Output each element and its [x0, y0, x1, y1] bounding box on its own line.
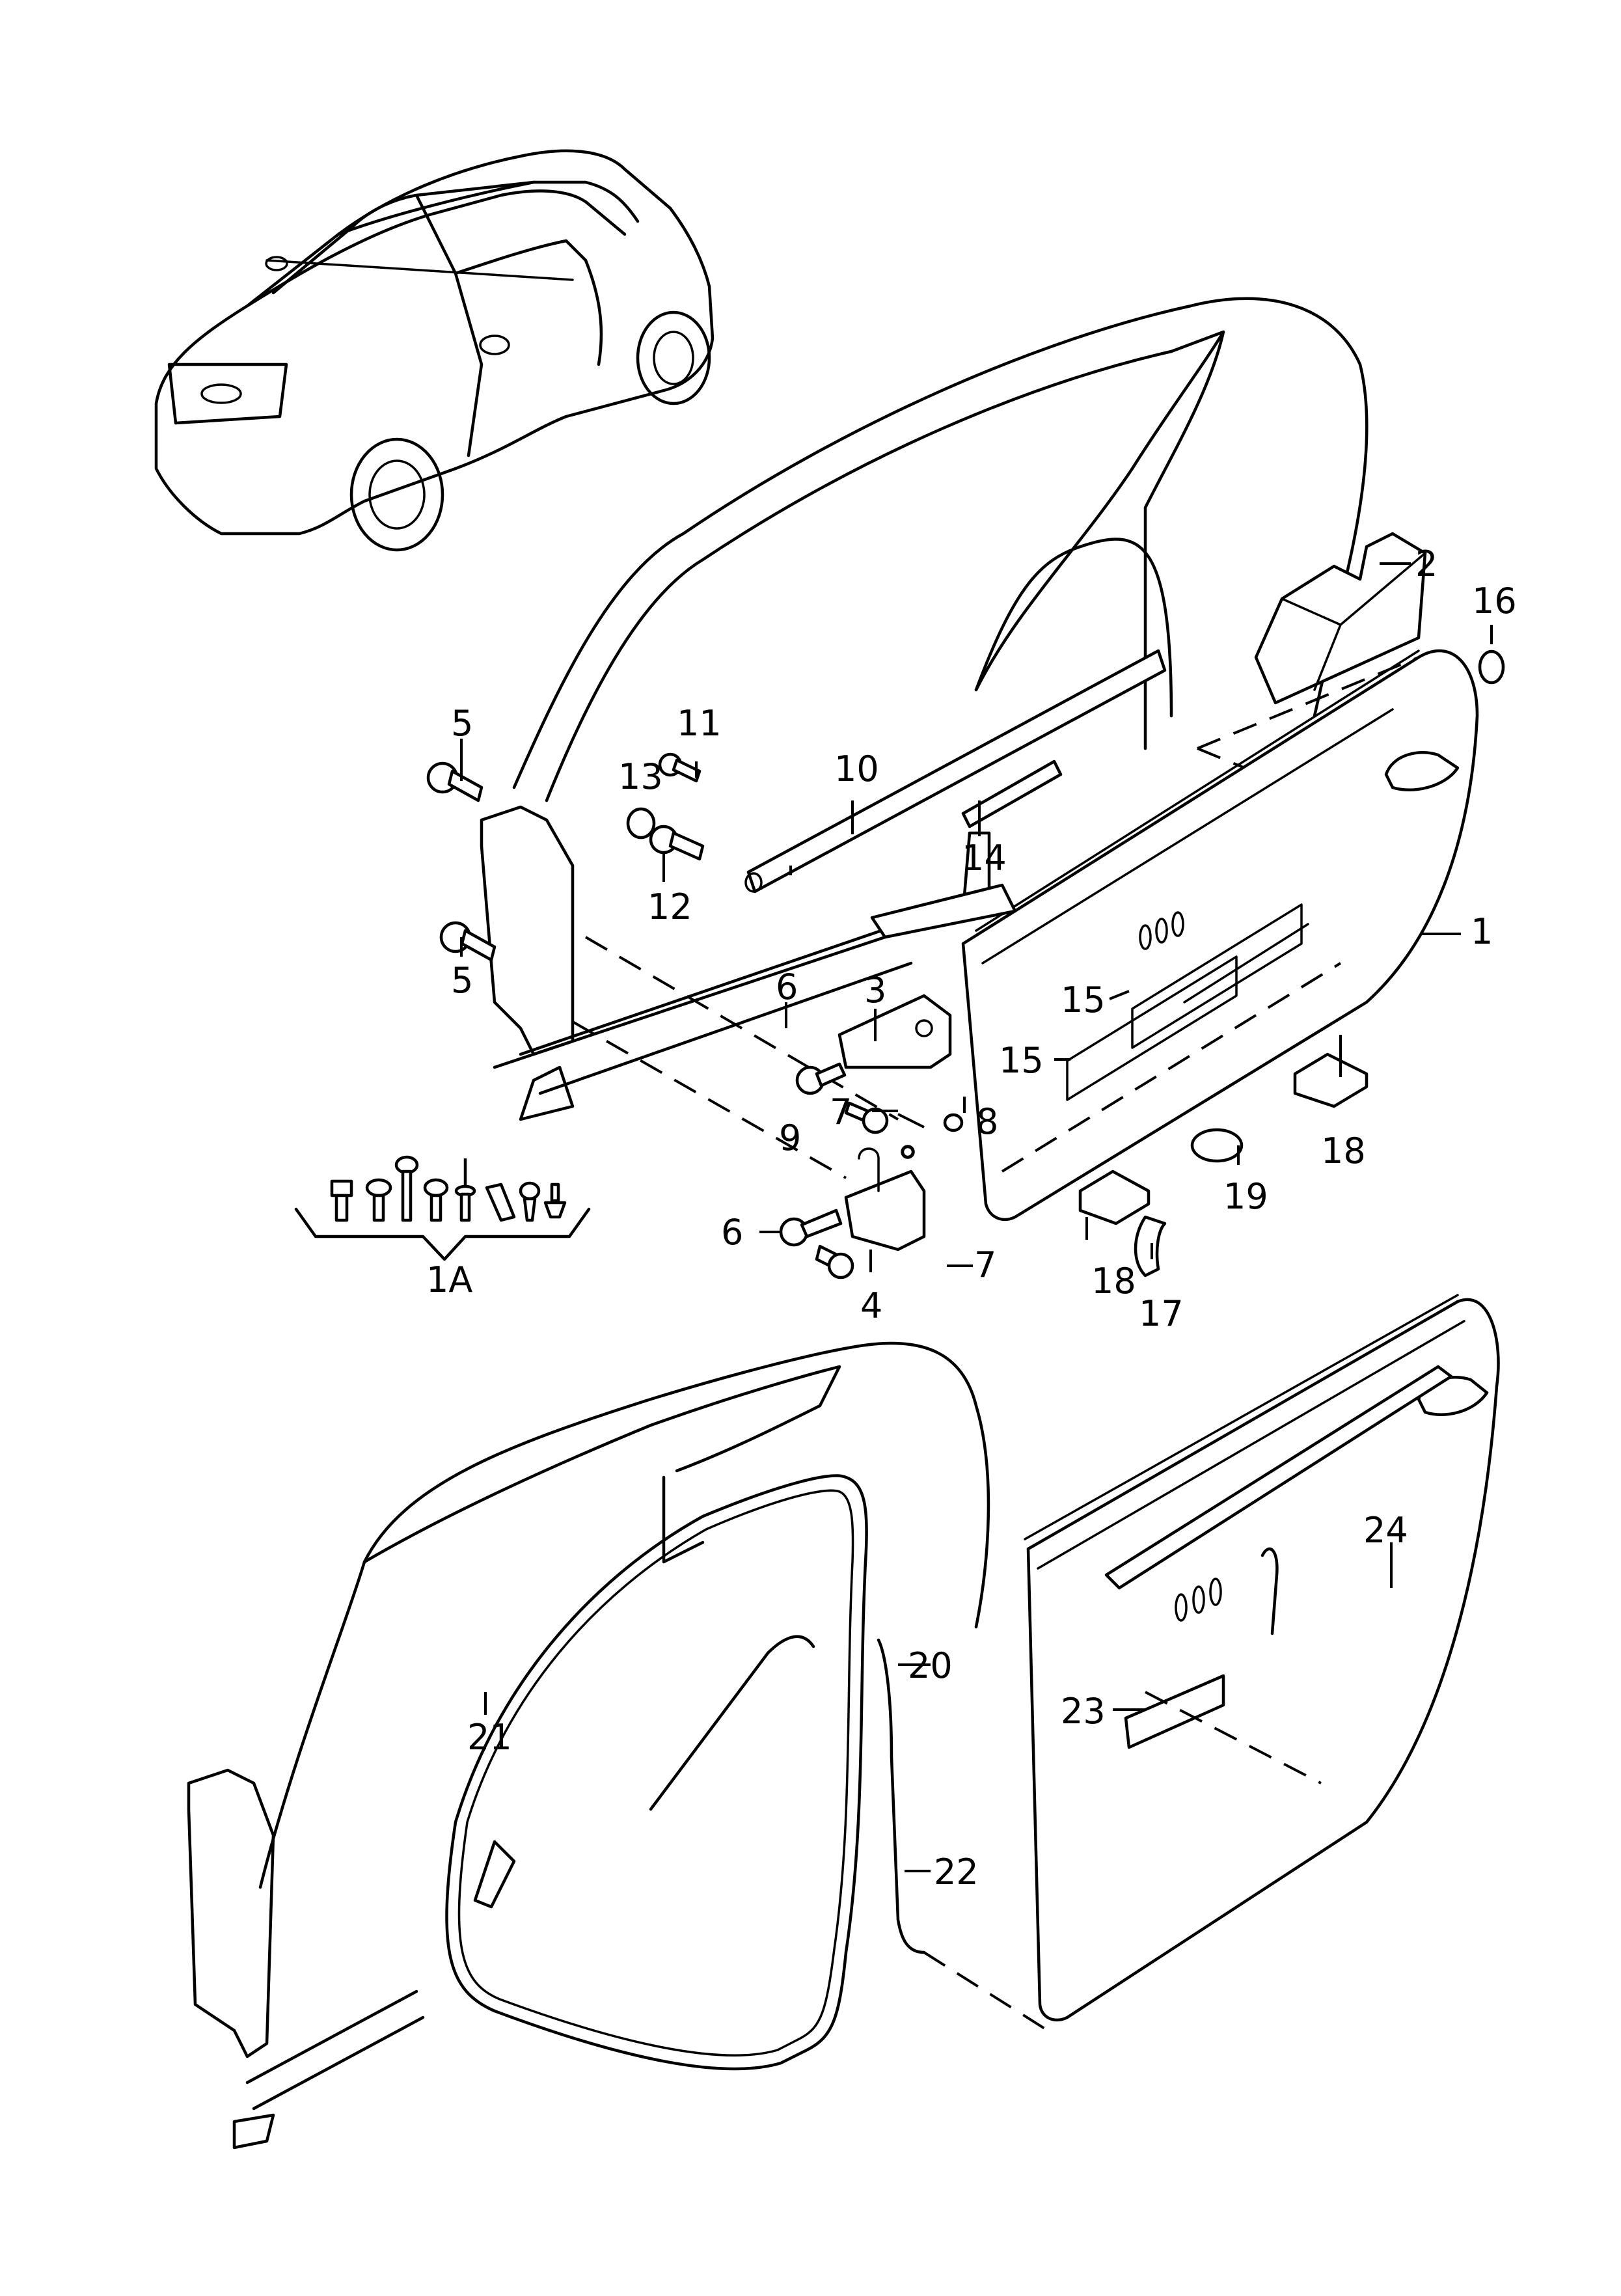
- callout-1: 1: [1471, 911, 1493, 952]
- leader-lines: [460, 562, 1493, 1872]
- body-side-panel-upper: [480, 297, 1369, 1121]
- callout-17: 17: [1139, 1293, 1184, 1334]
- plug-17: [1134, 1215, 1167, 1278]
- callout-19: 19: [1223, 1176, 1268, 1217]
- fastener-rivet: [454, 1158, 476, 1222]
- door-seal-loop: [445, 1474, 868, 2071]
- bolt-5-upper: [426, 761, 484, 802]
- bolt-5-lower: [439, 921, 497, 962]
- callout-22: 22: [934, 1852, 979, 1893]
- cover-strip-23: [1124, 1674, 1225, 1749]
- bolts: [426, 649, 1505, 1279]
- callout-11: 11: [677, 703, 722, 744]
- callout-18-left: 18: [1091, 1261, 1136, 1302]
- fastener-torx-screw: [365, 1178, 392, 1222]
- plug-18-left: [1078, 1169, 1151, 1225]
- fastener-clip-nut: [485, 1182, 516, 1222]
- callout-12: 12: [647, 886, 692, 927]
- body-side-panel-lower: [187, 1341, 990, 2150]
- fastener-washer-screw: [423, 1178, 449, 1222]
- callout-20: 20: [908, 1645, 953, 1686]
- callout-15-lower: 15: [999, 1040, 1044, 1081]
- fastener-hex-bolt: [330, 1179, 353, 1222]
- lower-hinge: [844, 1145, 926, 1251]
- callout-15-upper: 15: [1061, 979, 1106, 1020]
- callout-7-lower: 7: [974, 1244, 996, 1285]
- absorber-block: [1254, 532, 1427, 705]
- callout-8: 8: [976, 1101, 998, 1142]
- callout-1a: 1A: [426, 1259, 472, 1300]
- callout-3: 3: [864, 970, 886, 1011]
- upper-hinge: [838, 994, 952, 1069]
- bolt-12: [649, 825, 705, 861]
- bolt-6-upper: [795, 1062, 847, 1095]
- seal-22: [877, 1638, 926, 1954]
- callout-9: 9: [779, 1117, 801, 1158]
- bolt-6-lower: [779, 1209, 843, 1247]
- bolt-7-lower: [815, 1244, 854, 1279]
- cap-13: [626, 807, 656, 840]
- callout-labels: 1 1A 2 3 4 5 5 6 6 7 7 8 9 10 11 12 13 1…: [426, 543, 1517, 1893]
- door-lower-assembly: [877, 1294, 1500, 2032]
- callout-6-lower: 6: [721, 1212, 743, 1253]
- callout-14: 14: [962, 838, 1007, 879]
- callout-2: 2: [1415, 543, 1437, 584]
- callout-13: 13: [618, 756, 663, 797]
- callout-4: 4: [860, 1285, 882, 1326]
- callout-16: 16: [1472, 581, 1517, 622]
- callout-6-upper: 6: [776, 966, 798, 1007]
- fastener-plug-rivet: [543, 1182, 567, 1219]
- clip-16: [1478, 649, 1505, 685]
- nut-9: [901, 1145, 915, 1159]
- callout-10: 10: [834, 748, 879, 789]
- callout-24: 24: [1363, 1510, 1408, 1551]
- callout-21: 21: [467, 1717, 512, 1758]
- car-overview-illustration: [154, 149, 715, 552]
- fastener-long-screw: [394, 1155, 419, 1222]
- callout-5-upper: 5: [451, 703, 473, 744]
- callout-18-right: 18: [1321, 1130, 1366, 1171]
- door-panel: [961, 649, 1479, 1222]
- bolt-11: [658, 752, 702, 783]
- callout-5-lower: 5: [451, 960, 473, 1001]
- callout-7-upper: 7: [830, 1091, 852, 1132]
- plug-19: [1190, 1128, 1244, 1163]
- window-weatherstrip-24: [1104, 1365, 1453, 1590]
- plug-18-right: [1293, 1052, 1369, 1108]
- fastener-set-bracket: [294, 1207, 591, 1261]
- callout-23: 23: [1061, 1691, 1106, 1732]
- fastener-set-1a: [294, 1155, 591, 1261]
- fastener-expanding-rivet: [519, 1181, 541, 1222]
- cap-8: [943, 1113, 964, 1132]
- bolt-7-upper: [844, 1101, 889, 1134]
